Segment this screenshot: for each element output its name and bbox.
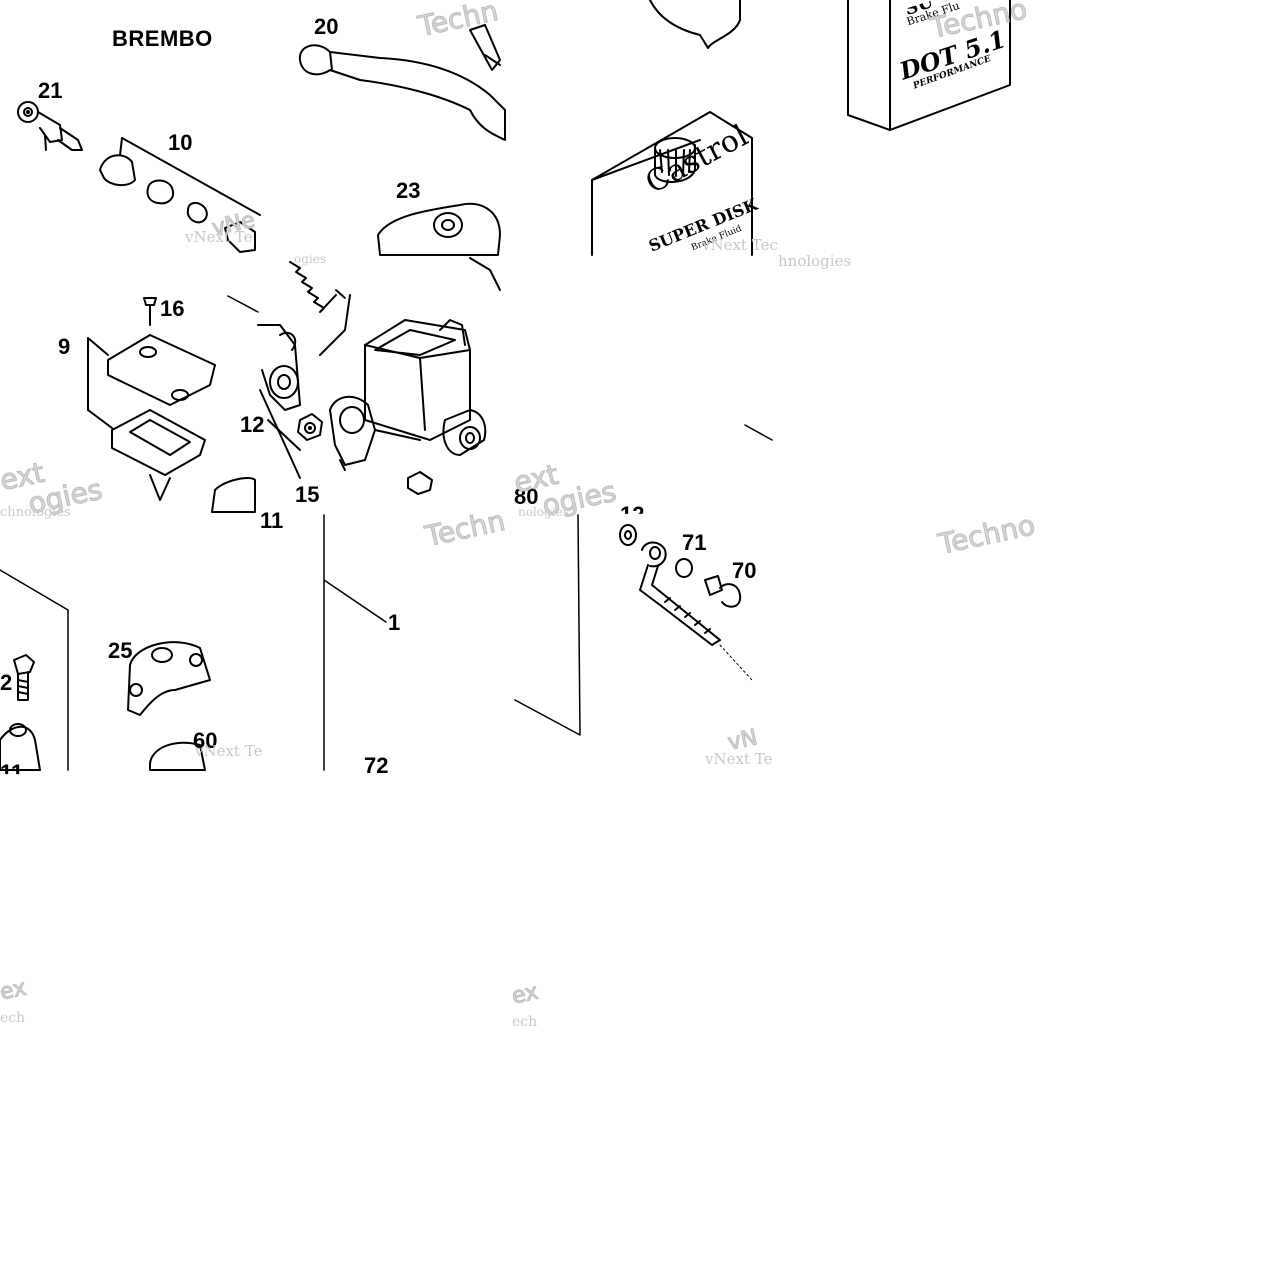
watermark-text: hnologies (778, 252, 852, 270)
callout-60: 60 (193, 728, 218, 753)
watermark-text: nologies (518, 505, 569, 519)
castrol-can (591, 111, 753, 256)
callout-12b: 12 (620, 502, 645, 527)
watermark-large: ex (509, 979, 541, 1010)
watermark-text: vNext Te (705, 750, 773, 768)
callout-21: 21 (38, 78, 63, 103)
callout-72: 72 (364, 753, 389, 778)
watermark-text: chnologies (0, 505, 71, 520)
handlebar-clamp (127, 641, 211, 716)
callout-15: 15 (295, 482, 320, 507)
lever-bracket (377, 202, 501, 291)
top-bottle-neck (649, 0, 741, 49)
clamp-bolt (13, 654, 35, 701)
watermark-text: vNext Te (185, 228, 253, 246)
watermark-text: ech (0, 1010, 26, 1026)
callout-70: 70 (732, 558, 757, 583)
lever-housing (0, 723, 41, 771)
callout-25: 25 (108, 638, 133, 663)
callout-23: 23 (396, 178, 421, 203)
bleed-screw (17, 101, 83, 151)
callout-1: 1 (388, 610, 401, 635)
small-screw (407, 471, 433, 495)
callout-16: 16 (160, 296, 185, 321)
watermark-text: ech (512, 1014, 538, 1030)
callout-10: 10 (168, 130, 193, 155)
brake-hose (619, 524, 753, 681)
watermark-text: ogies (294, 252, 327, 266)
master-cylinder (329, 319, 487, 471)
callout-71: 71 (682, 530, 707, 555)
reservoir-cover (87, 334, 256, 513)
callout-11b: 11 (0, 760, 24, 785)
callout-11a: 11 (260, 508, 284, 533)
callout-2: 2 (0, 670, 13, 695)
callout-12: 12 (240, 412, 265, 437)
spring (289, 261, 351, 356)
watermark-text: vNext Tec (702, 236, 778, 254)
lever-pivot (257, 324, 323, 479)
dot-fluid-can (847, 0, 1011, 131)
watermark-text: vNext Te (195, 742, 263, 760)
callout-20: 20 (314, 14, 339, 39)
cover-screw (143, 297, 157, 326)
leader-lines (0, 295, 773, 771)
switch-housing (149, 741, 206, 771)
brand-label: BREMBO (112, 26, 213, 51)
piston-kit (99, 137, 261, 253)
callout-9: 9 (58, 334, 71, 359)
brake-lever (298, 24, 506, 141)
callout-80: 80 (514, 484, 539, 509)
